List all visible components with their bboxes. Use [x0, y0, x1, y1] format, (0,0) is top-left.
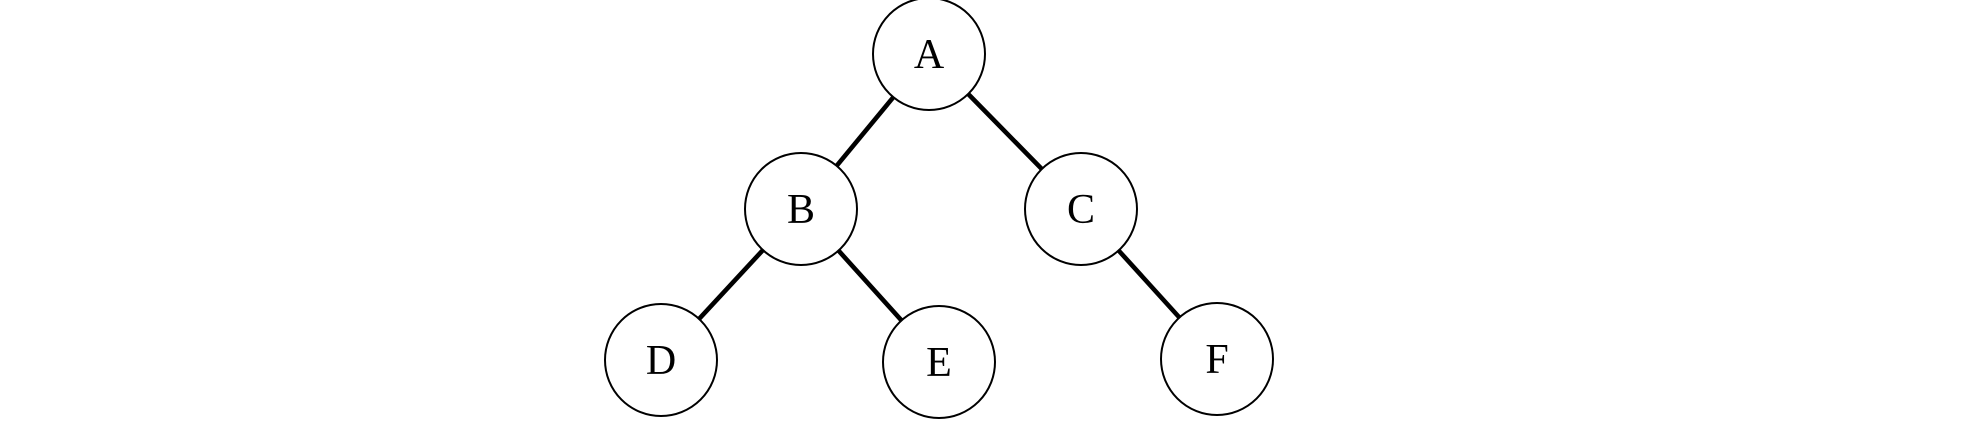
tree-node-d[interactable]: D	[604, 303, 718, 417]
tree-edge-a-c	[966, 92, 1044, 171]
tree-edge-a-b	[834, 95, 896, 168]
node-label-d: D	[646, 338, 676, 384]
node-label-b: B	[787, 187, 815, 233]
node-label-c: C	[1067, 187, 1095, 233]
node-circle-e[interactable]	[882, 305, 996, 419]
tree-node-b[interactable]: B	[744, 152, 858, 266]
tree-node-c[interactable]: C	[1024, 152, 1138, 266]
tree-node-f[interactable]: F	[1160, 302, 1274, 416]
node-circle-c[interactable]	[1024, 152, 1138, 266]
node-circle-a[interactable]	[872, 0, 986, 111]
node-label-f: F	[1205, 337, 1228, 383]
node-label-a: A	[914, 32, 945, 78]
edge-layer	[697, 92, 1182, 322]
tree-node-a[interactable]: A	[872, 0, 986, 111]
node-layer: A B C D E F	[604, 0, 1274, 419]
node-label-e: E	[926, 340, 952, 386]
node-circle-d[interactable]	[604, 303, 718, 417]
tree-node-e[interactable]: E	[882, 305, 996, 419]
node-circle-b[interactable]	[744, 152, 858, 266]
tree-edge-b-d	[697, 248, 765, 321]
node-circle-f[interactable]	[1160, 302, 1274, 416]
tree-edge-b-e	[836, 249, 904, 322]
tree-edge-c-f	[1116, 248, 1182, 320]
